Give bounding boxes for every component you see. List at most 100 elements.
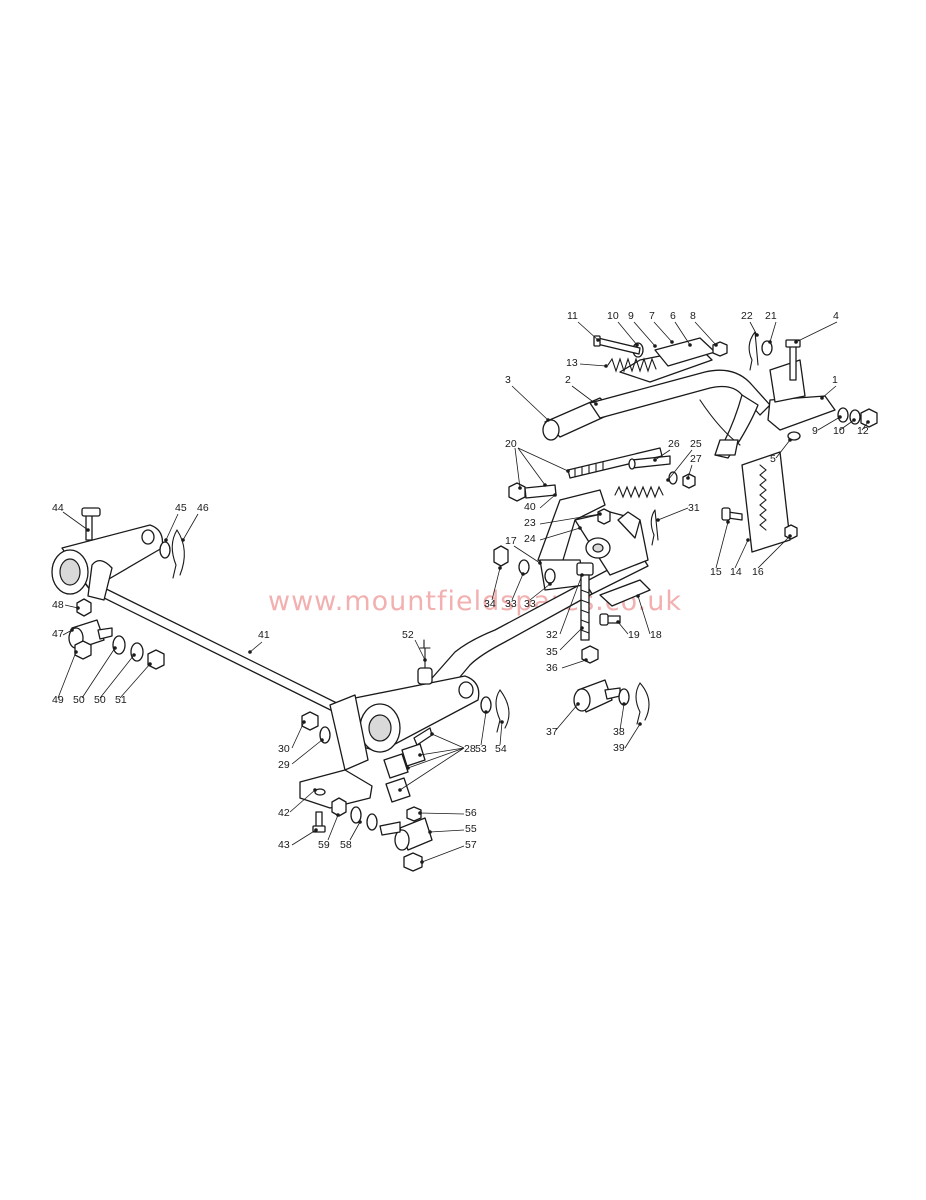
- leader-line: [821, 385, 837, 399]
- washer-58b: [366, 813, 378, 831]
- callout-label: 44: [52, 502, 64, 514]
- callout-46: 46: [181, 502, 209, 542]
- leader-line: [289, 789, 316, 813]
- clip-46: [171, 529, 185, 579]
- leader-dot: [314, 828, 318, 832]
- leader-dot: [616, 620, 620, 624]
- callout-54: 54: [495, 720, 507, 755]
- leader-line: [57, 651, 77, 699]
- callout-label: 15: [710, 566, 722, 578]
- leader-dot: [553, 493, 557, 497]
- leader-dot: [566, 469, 570, 473]
- part-left-lever: [51, 507, 164, 601]
- callout-32: 32: [546, 573, 584, 641]
- callout-label: 38: [613, 726, 625, 738]
- leader-dot: [498, 566, 502, 570]
- nut-49: [74, 640, 92, 660]
- leader-line: [617, 321, 638, 346]
- bolt-40: [524, 484, 557, 499]
- callout-12: 12: [857, 420, 870, 437]
- leader-line: [513, 545, 541, 564]
- leader-line: [795, 321, 838, 343]
- callout-label: 7: [649, 310, 655, 322]
- leader-line: [62, 511, 89, 531]
- callout-59: 59: [318, 813, 340, 851]
- callout-label: 20: [505, 438, 517, 450]
- leader-dot: [420, 860, 424, 864]
- callout-label: 33: [524, 598, 536, 610]
- leader-dot: [788, 534, 792, 538]
- leader-dot: [181, 538, 185, 542]
- leader-line: [734, 539, 749, 569]
- leader-dot: [656, 518, 660, 522]
- callout-11: 11: [567, 310, 600, 342]
- callout-label: 19: [628, 629, 640, 641]
- callout-50b: 50: [94, 653, 136, 706]
- bolt-4: [789, 344, 797, 381]
- leader-line: [624, 723, 641, 749]
- callout-40: 40: [524, 493, 557, 513]
- nut-51: [147, 649, 165, 670]
- leader-dot: [548, 582, 552, 586]
- part-bracket-42: [299, 769, 373, 809]
- callout-label: 10: [833, 425, 845, 437]
- callout-label: 31: [688, 502, 700, 514]
- part-spring-25: [614, 485, 664, 499]
- leader-line: [555, 703, 579, 731]
- part-pivot-47: [68, 619, 113, 649]
- leader-line: [429, 829, 465, 833]
- leader-dot: [580, 573, 584, 577]
- leader-dot: [726, 520, 730, 524]
- r-clips: [171, 331, 759, 733]
- callout-label: 43: [278, 839, 290, 851]
- nut-57: [403, 852, 423, 872]
- leader-line: [839, 419, 855, 431]
- leader-line: [511, 573, 524, 601]
- leader-line: [414, 639, 426, 661]
- callout-16: 16: [752, 534, 792, 578]
- leader-dot: [358, 820, 362, 824]
- callout-39: 39: [613, 722, 642, 754]
- leader-dot: [248, 650, 252, 654]
- clip-22: [748, 331, 759, 371]
- leader-line: [579, 363, 607, 367]
- callout-label: 46: [197, 502, 209, 514]
- callout-label: 16: [752, 566, 764, 578]
- callout-18: 18: [636, 594, 662, 641]
- leader-dot: [423, 658, 427, 662]
- washer-33b: [544, 568, 556, 584]
- callout-5: 5: [770, 438, 792, 465]
- part-center-lever: [329, 647, 480, 771]
- leader-dot: [714, 343, 718, 347]
- callout-44: 44: [52, 502, 90, 532]
- leader-dot: [666, 478, 670, 482]
- nut-23: [597, 508, 611, 525]
- bolts: [312, 335, 801, 833]
- leader-line: [674, 321, 691, 346]
- callout-label: 6: [670, 310, 676, 322]
- callout-label: 51: [115, 694, 127, 706]
- leader-line: [571, 385, 597, 405]
- leader-line: [654, 449, 671, 461]
- callout-label: 21: [765, 310, 777, 322]
- leader-dot: [430, 732, 434, 736]
- leader-line: [291, 739, 323, 765]
- part-pivot-37: [573, 679, 621, 713]
- callout-57: 57: [420, 839, 477, 864]
- callout-label: 32: [546, 629, 558, 641]
- leader-dot: [336, 813, 340, 817]
- callout-label: 50: [73, 694, 85, 706]
- callout-label: 48: [52, 599, 64, 611]
- leader-dot: [86, 528, 90, 532]
- callout-56: 56: [418, 807, 477, 819]
- callout-4: 4: [794, 310, 839, 344]
- callout-label: 57: [465, 839, 477, 851]
- leader-line: [291, 829, 317, 846]
- callout-26: 26: [653, 438, 680, 462]
- leader-line: [349, 821, 361, 841]
- callout-label: 50: [94, 694, 106, 706]
- leader-line: [480, 711, 487, 746]
- callout-35: 35: [546, 626, 584, 658]
- leader-dot: [820, 396, 824, 400]
